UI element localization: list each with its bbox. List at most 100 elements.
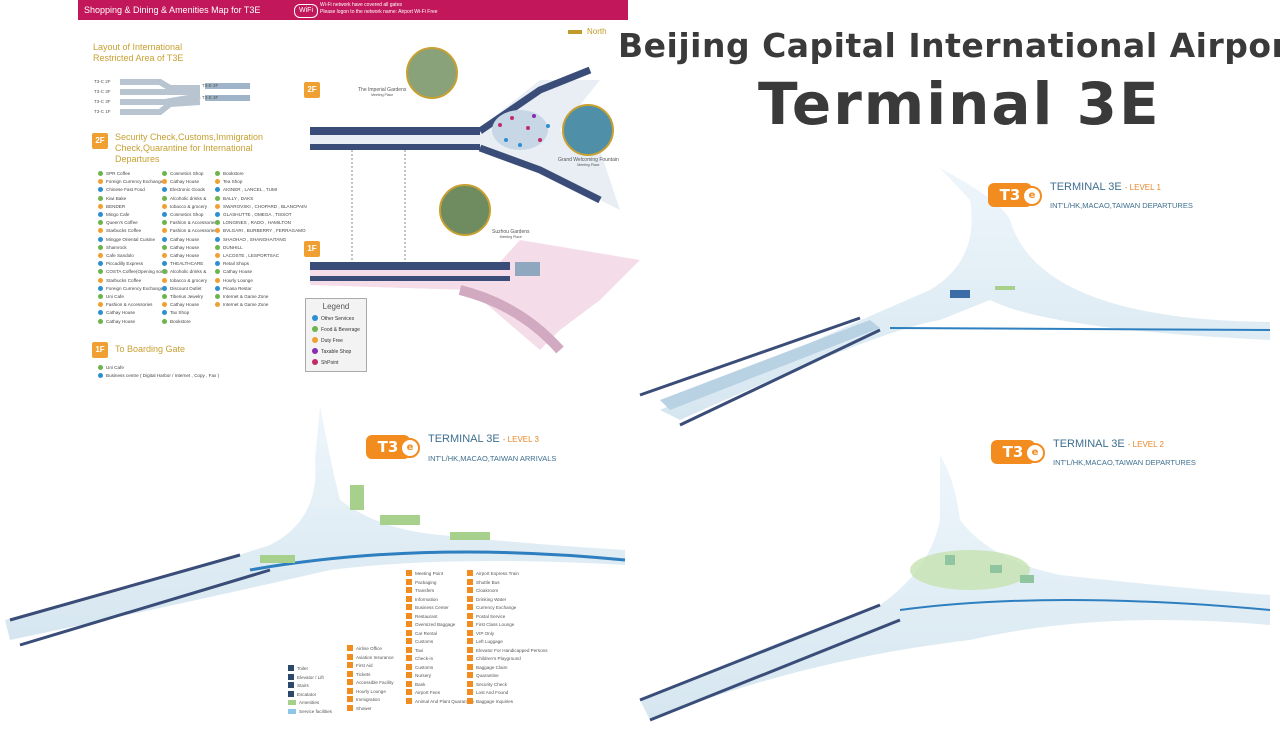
list-item: DUNHILL	[215, 244, 307, 252]
fountain-photo	[562, 104, 614, 156]
level3-subtitle: INT'L/HK,MACAO,TAIWAN ARRIVALS	[428, 454, 557, 463]
list-item: LACOSTE , LESPORTSAC	[215, 252, 307, 260]
legend-title: Legend	[322, 302, 350, 311]
list-item: Information	[406, 595, 474, 605]
list-item: Internet & Game Zone	[215, 301, 307, 309]
list-item: Mingge Oriental Cuisine	[98, 236, 168, 244]
shopping-map-1f	[310, 240, 640, 354]
list-item: SPR Coffee	[98, 170, 168, 178]
list-item: Alcoholic drinks &	[162, 195, 216, 203]
list-item: Shower	[347, 704, 394, 714]
list-item: Starbucks Coffee	[98, 277, 168, 285]
list-item: Taxi	[406, 646, 474, 656]
floor-2f-badge: 2F	[304, 82, 320, 98]
list-item: Mingo Cafe	[98, 211, 168, 219]
list-item: Piccadilly Express	[98, 260, 168, 268]
suzhou-garden-photo	[439, 184, 491, 236]
list-item: GLASHUTTE , OMEGA , TISSOT	[215, 211, 307, 219]
list-item: Customs	[406, 663, 474, 673]
list-item: Tea Shop	[215, 178, 307, 186]
list-item: Chinese Fast Food	[98, 186, 168, 194]
list-item: Escalator	[288, 690, 332, 700]
list-item: AIGNER , LANCEL , TUMI	[215, 186, 307, 194]
level1-title: TERMINAL 3E - LEVEL 1	[1050, 181, 1161, 193]
imperial-garden-photo	[406, 47, 458, 99]
list-item: COSTA Coffee(Opening soon)	[98, 268, 168, 276]
legend-item: Food & Beverage	[312, 326, 366, 333]
list-item: Oversized Baggage	[406, 621, 474, 630]
list-item: Nursery	[406, 672, 474, 681]
legend-box: Legend Other Services Food & Beverage Du…	[305, 298, 367, 372]
list-item: Cathay House	[215, 268, 307, 276]
list-item: Starbucks Coffee	[98, 227, 168, 235]
list-item: Cosmetics Shop	[162, 170, 216, 178]
list-item: Kiwi Bake	[98, 195, 168, 203]
list-item: Restaurant	[406, 612, 474, 622]
list-item: Shamrock	[98, 244, 168, 252]
list-item: Tickets	[347, 670, 394, 680]
list-item: Baggage Claim	[467, 663, 548, 673]
list-item: Transfers	[406, 587, 474, 596]
list-item: Elevator For Handicapped Persons	[467, 646, 548, 656]
list-item: Cathay House	[162, 236, 216, 244]
list-item: Alcoholic drinks &	[162, 268, 216, 276]
list-item: Hourly Lounge	[347, 687, 394, 697]
list-item: Tiberius Jewelry	[162, 293, 216, 301]
list-item: Left Luggage	[467, 638, 548, 647]
list-item: Discount Outlet	[162, 285, 216, 293]
list-item: THEALTHCARE	[162, 260, 216, 268]
list-item: Foreign Currency Exchange	[98, 178, 168, 186]
list-item: Uni Cafe	[98, 293, 168, 301]
list-item: Postal Service	[467, 612, 548, 622]
list-item: Electronic Goods	[162, 186, 216, 194]
list-item: Fashion & Accessories	[98, 301, 168, 309]
map-banner: Shopping & Dining & Amenities Map for T3…	[78, 0, 628, 20]
north-label: North	[587, 27, 607, 36]
list-item: Retail Shops	[215, 260, 307, 268]
level2-title: TERMINAL 3E - LEVEL 2	[1053, 438, 1164, 450]
level2-subtitle: INT'L/HK,MACAO,TAIWAN DEPARTURES	[1053, 458, 1196, 467]
list-item: First Class Lounge	[467, 621, 548, 630]
list-item: BALLY , DAKS	[215, 195, 307, 203]
list-item: Drinking Water	[467, 595, 548, 605]
list-item: Shuttle Bus	[467, 578, 548, 588]
boarding-heading: To Boarding Gate	[115, 344, 186, 354]
list-item: First Aid	[347, 662, 394, 671]
list-item: Bank	[406, 680, 474, 690]
list-item: Cathay House	[162, 301, 216, 309]
north-arrow-icon	[568, 30, 582, 34]
list-item: Queen's Coffee	[98, 219, 168, 227]
list-item: SWAROVSKI , CHOPARD , BLANCPAIN	[215, 203, 307, 211]
level1-map	[639, 168, 1271, 427]
list-item: tobacco & grocery	[162, 203, 216, 211]
page-title-terminal: Terminal 3E	[758, 70, 1161, 138]
list-item: Airport Fees	[406, 689, 474, 698]
list-item: BENDER	[98, 203, 168, 211]
list-item: Bookstore	[162, 318, 216, 326]
level3-title: TERMINAL 3E - LEVEL 3	[428, 433, 539, 445]
list-item: Quarantine	[467, 672, 548, 681]
level1-subtitle: INT'L/HK,MACAO,TAIWAN DEPARTURES	[1050, 201, 1193, 210]
intl-layout-diagram	[120, 79, 250, 115]
level2-map	[639, 455, 1271, 722]
list-item: Packaging	[406, 578, 474, 588]
list-item: Foreign Currency Exchange	[98, 285, 168, 293]
list-item: Lost And Found	[467, 689, 548, 698]
list-item: Children's Playground	[467, 655, 548, 664]
list-item: Hourly Lounge	[215, 277, 307, 285]
list-item: Fashion & Accessories	[162, 219, 216, 227]
list-item: Elevator / Lift	[288, 673, 332, 683]
list-item: Stairs	[288, 682, 332, 691]
list-item: Meeting Point	[406, 570, 474, 579]
list-item: SHAOHAO , SHANGHAITANG	[215, 236, 307, 244]
